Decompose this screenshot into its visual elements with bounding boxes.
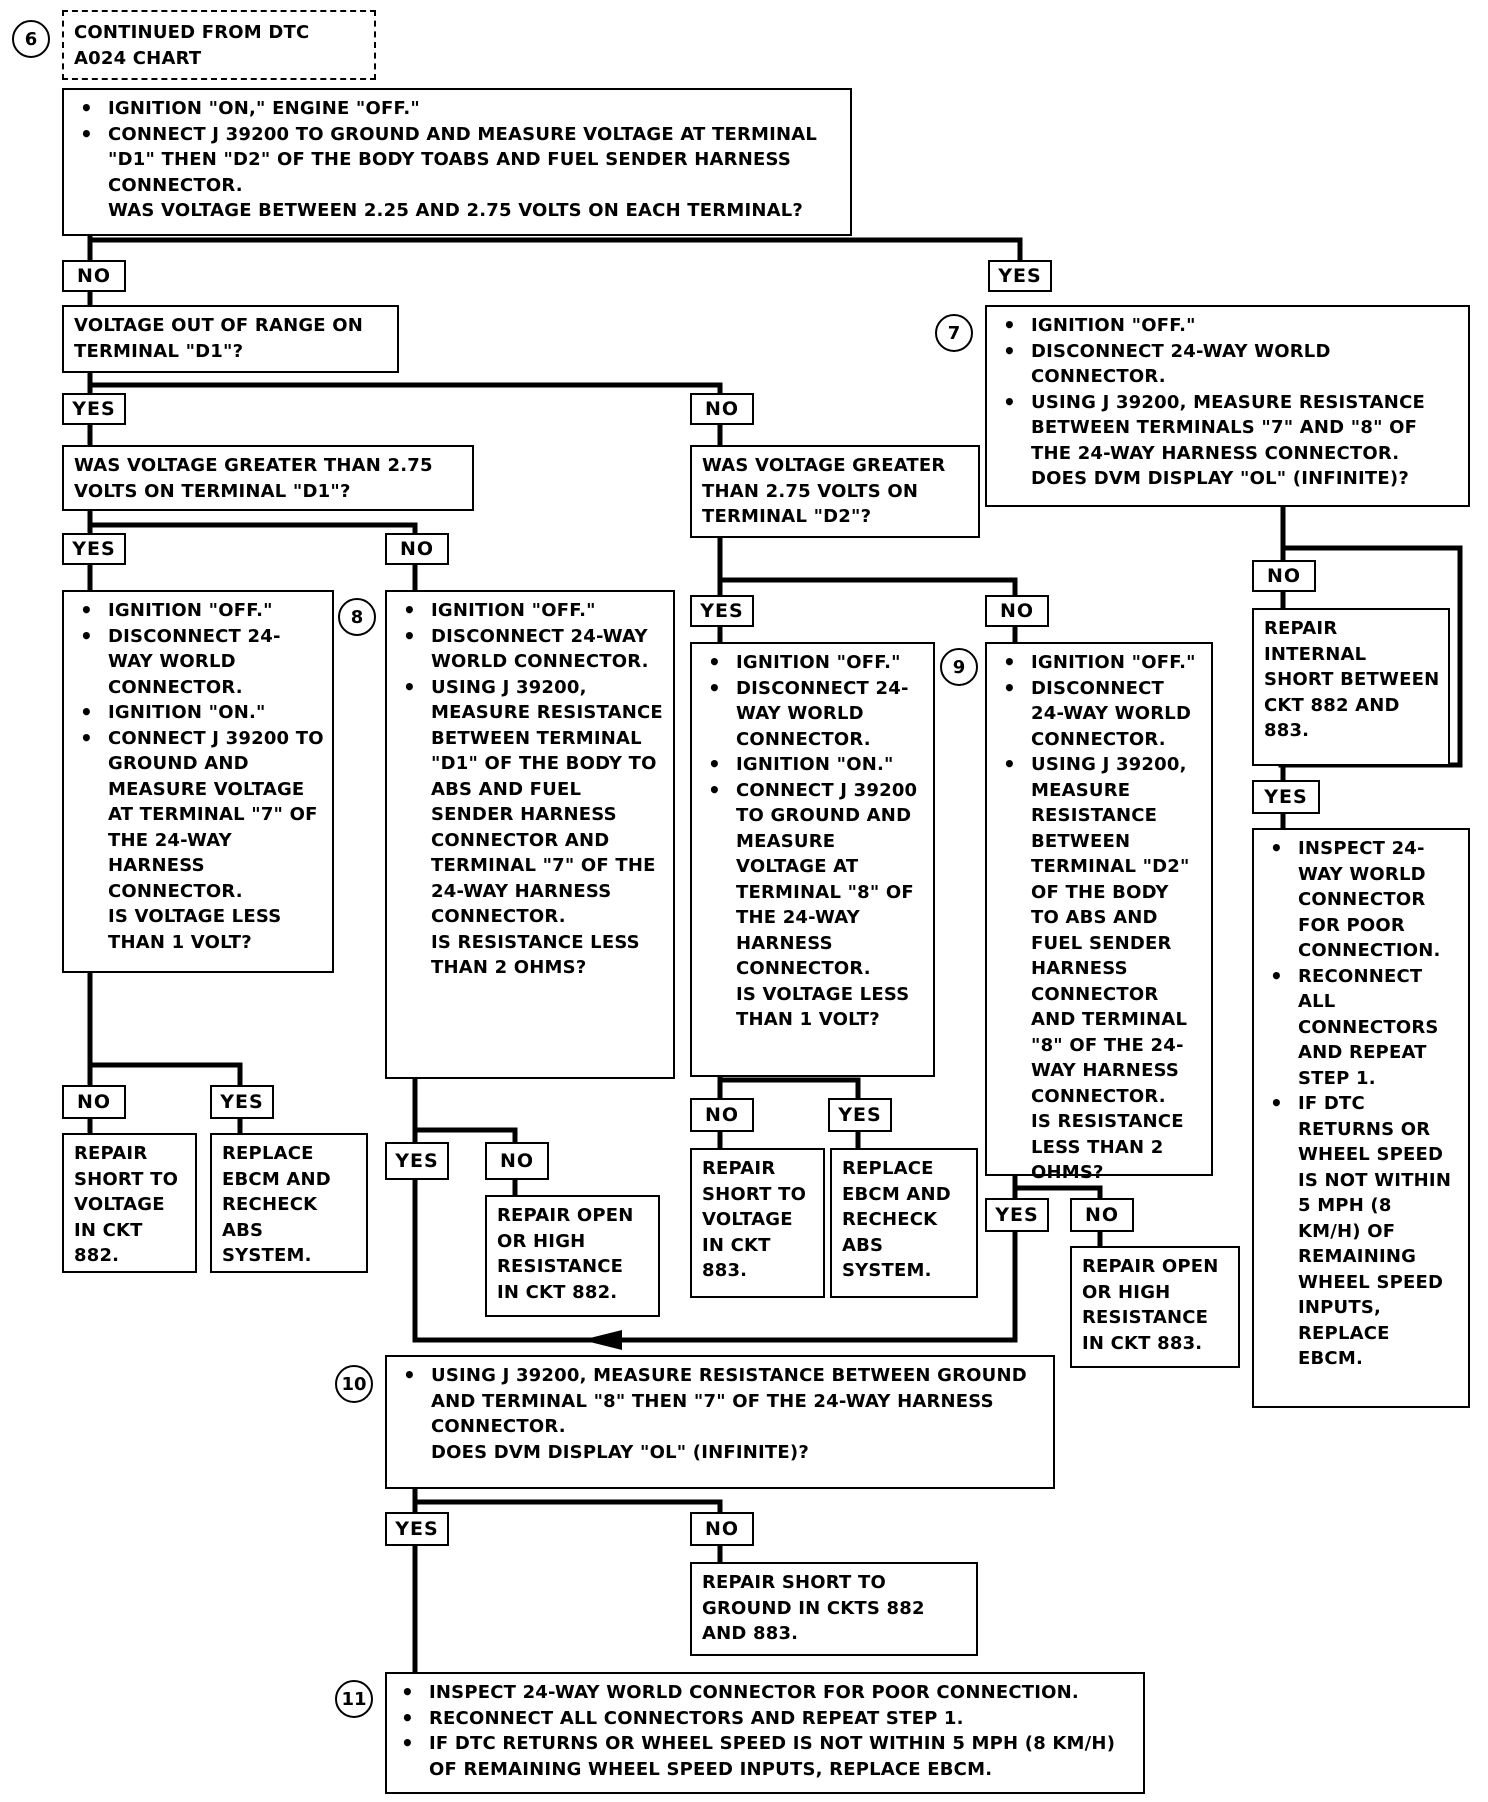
step-9-item-2: DISCONNECT 24-WAY WORLD CONNECTOR. [997, 676, 1203, 753]
d1-range-question-box: VOLTAGE OUT OF RANGE ON TERMINAL "D1"? [62, 305, 399, 373]
label-yes: YES [210, 1085, 274, 1119]
repair-short-ground-text: REPAIR SHORT TO GROUND IN CKTs 882 AND 8… [702, 1572, 925, 1644]
repair-short-ground-box: REPAIR SHORT TO GROUND IN CKTs 882 AND 8… [690, 1562, 978, 1656]
label-no: NO [690, 393, 754, 425]
d1-yes-item-2: DISCONNECT 24-WAY WORLD CONNECTOR. [74, 624, 324, 701]
replace-ebcm-box-b: REPLACE EBCM AND RECHECK ABS SYSTEM. [830, 1148, 978, 1298]
step-8-box: IGNITION "OFF." DISCONNECT 24-WAY WORLD … [385, 590, 675, 1079]
repair-short-voltage-882-box: REPAIR SHORT TO VOLTAGE IN CKT 882. [62, 1133, 197, 1273]
repair-short-voltage-883-box: REPAIR SHORT TO VOLTAGE IN CKT 883. [690, 1148, 825, 1298]
step-11-item-3: IF DTC RETURNS OR WHEEL SPEED IS NOT WIT… [395, 1731, 1135, 1782]
d1-greater-question: WAS VOLTAGE GREATER THAN 2.75 VOLTS ON T… [74, 455, 433, 502]
d2-greater-question-box: WAS VOLTAGE GREATER THAN 2.75 VOLTS ON T… [690, 445, 980, 538]
d2-greater-question: WAS VOLTAGE GREATER THAN 2.75 VOLTS ON T… [702, 455, 946, 527]
d2-yes-item-3: IGNITION "ON." [702, 752, 925, 778]
label-yes: YES [828, 1098, 892, 1132]
step-number-6: 6 [12, 20, 50, 58]
continued-from-text: CONTINUED FROM DTC A024 CHART [74, 22, 310, 69]
d1-yes-item-3: IGNITION "ON." [74, 700, 324, 726]
d2-yes-question: IS VOLTAGE LESS THAN 1 VOLT? [736, 983, 910, 1031]
label-no: NO [985, 595, 1049, 627]
label-yes: YES [62, 393, 126, 425]
step-8-item-2: DISCONNECT 24-WAY WORLD CONNECTOR. [397, 624, 665, 675]
repair-open-883-box: REPAIR OPEN OR HIGH RESISTANCE IN CKT 88… [1070, 1246, 1240, 1368]
step-11-box: INSPECT 24-WAY WORLD CONNECTOR FOR POOR … [385, 1672, 1145, 1794]
label-yes: YES [62, 533, 126, 565]
step-9-item-3: USING J 39200, MEASURE RESISTANCE BETWEE… [997, 752, 1203, 1109]
start-question: WAS VOLTAGE BETWEEN 2.25 AND 2.75 VOLTS … [108, 200, 804, 221]
d2-yes-item-4: CONNECT J 39200 TO GROUND AND MEASURE VO… [702, 778, 925, 982]
step-number-11: 11 [335, 1680, 373, 1718]
label-yes: YES [690, 595, 754, 627]
label-yes: YES [985, 1198, 1049, 1232]
repair-open-883-text: REPAIR OPEN OR HIGH RESISTANCE IN CKT 88… [1082, 1256, 1219, 1354]
step-11-item-1: INSPECT 24-WAY WORLD CONNECTOR FOR POOR … [395, 1680, 1135, 1706]
d1-yes-item-1: IGNITION "OFF." [74, 598, 324, 624]
start-step-2: CONNECT J 39200 TO GROUND AND MEASURE VO… [74, 122, 842, 199]
label-no: NO [62, 1085, 126, 1119]
repair-internal-short-text: REPAIR INTERNAL SHORT BETWEEN CKT 882 AN… [1264, 618, 1440, 741]
step-7-question: DOES DVM DISPLAY "OL" (INFINITE)? [1031, 468, 1409, 489]
repair-short-voltage-883-text: REPAIR SHORT TO VOLTAGE IN CKT 883. [702, 1158, 807, 1281]
repair-open-882-box: REPAIR OPEN OR HIGH RESISTANCE IN CKT 88… [485, 1195, 660, 1317]
step-8-item-1: IGNITION "OFF." [397, 598, 665, 624]
step-10-box: USING J 39200, MEASURE RESISTANCE BETWEE… [385, 1355, 1055, 1489]
d2-yes-item-2: DISCONNECT 24-WAY WORLD CONNECTOR. [702, 676, 925, 753]
label-yes: YES [385, 1142, 449, 1180]
label-no: NO [485, 1142, 549, 1180]
step-number-7: 7 [935, 314, 973, 352]
step-7-item-2: DISCONNECT 24-WAY WORLD CONNECTOR. [997, 339, 1460, 390]
step-9-item-1: IGNITION "OFF." [997, 650, 1203, 676]
initial-voltage-check-box: IGNITION "ON," ENGINE "OFF." CONNECT J 3… [62, 88, 852, 236]
d1-yes-item-4: CONNECT J 39200 TO GROUND AND MEASURE VO… [74, 726, 324, 905]
step-9-box: IGNITION "OFF." DISCONNECT 24-WAY WORLD … [985, 642, 1213, 1183]
label-yes: YES [385, 1512, 449, 1546]
replace-ebcm-text-b: REPLACE EBCM AND RECHECK ABS SYSTEM. [842, 1158, 951, 1281]
repair-internal-short-box: REPAIR INTERNAL SHORT BETWEEN CKT 882 AN… [1252, 608, 1450, 766]
step-10-item-1: USING J 39200, MEASURE RESISTANCE BETWEE… [397, 1363, 1045, 1440]
inspect-right-item-2: RECONNECT ALL CONNECTORS AND REPEAT STEP… [1264, 964, 1460, 1092]
step-11-item-2: RECONNECT ALL CONNECTORS AND REPEAT STEP… [395, 1706, 1135, 1732]
label-no: NO [62, 260, 126, 292]
terminal-8-voltage-box: IGNITION "OFF." DISCONNECT 24-WAY WORLD … [690, 642, 935, 1077]
d1-greater-question-box: WAS VOLTAGE GREATER THAN 2.75 VOLTS ON T… [62, 445, 474, 511]
start-step-1: IGNITION "ON," ENGINE "OFF." [74, 96, 842, 122]
label-no: NO [1070, 1198, 1134, 1232]
step-7-box: IGNITION "OFF." DISCONNECT 24-WAY WORLD … [985, 305, 1470, 507]
step-7-item-1: IGNITION "OFF." [997, 313, 1460, 339]
terminal-7-voltage-box: IGNITION "OFF." DISCONNECT 24-WAY WORLD … [62, 590, 334, 973]
continued-from-box: CONTINUED FROM DTC A024 CHART [62, 10, 376, 80]
label-no: NO [1252, 560, 1316, 592]
label-yes: YES [988, 260, 1052, 292]
repair-open-882-text: REPAIR OPEN OR HIGH RESISTANCE IN CKT 88… [497, 1205, 634, 1303]
step-8-item-3: USING J 39200, MEASURE RESISTANCE BETWEE… [397, 675, 665, 930]
label-no: NO [690, 1512, 754, 1546]
step-7-item-3: USING J 39200, MEASURE RESISTANCE BETWEE… [997, 390, 1460, 467]
step-number-9: 9 [940, 648, 978, 686]
step-number-10: 10 [335, 1365, 373, 1403]
step-10-question: DOES DVM DISPLAY "OL" (INFINITE)? [431, 1441, 809, 1463]
label-yes: YES [1252, 780, 1320, 814]
inspect-right-item-1: INSPECT 24-WAY WORLD CONNECTOR FOR POOR … [1264, 836, 1460, 964]
label-no: NO [385, 533, 449, 565]
inspect-right-item-3: IF DTC RETURNS OR WHEEL SPEED IS NOT WIT… [1264, 1091, 1460, 1372]
step-number-8: 8 [338, 598, 376, 636]
d1-range-question: VOLTAGE OUT OF RANGE ON TERMINAL "D1"? [74, 315, 364, 362]
replace-ebcm-text-a: REPLACE EBCM AND RECHECK ABS SYSTEM. [222, 1143, 331, 1266]
step-8-question: IS RESISTANCE LESS THAN 2 OHMS? [431, 931, 640, 979]
d2-yes-item-1: IGNITION "OFF." [702, 650, 925, 676]
inspect-connector-box-right: INSPECT 24-WAY WORLD CONNECTOR FOR POOR … [1252, 828, 1470, 1408]
label-no: NO [690, 1098, 754, 1132]
repair-short-voltage-882-text: REPAIR SHORT TO VOLTAGE IN CKT 882. [74, 1143, 179, 1266]
replace-ebcm-box-a: REPLACE EBCM AND RECHECK ABS SYSTEM. [210, 1133, 368, 1273]
step-9-question: IS RESISTANCE LESS THAN 2 OHMS? [1031, 1111, 1184, 1183]
d1-yes-question: IS VOLTAGE LESS THAN 1 VOLT? [108, 906, 282, 953]
